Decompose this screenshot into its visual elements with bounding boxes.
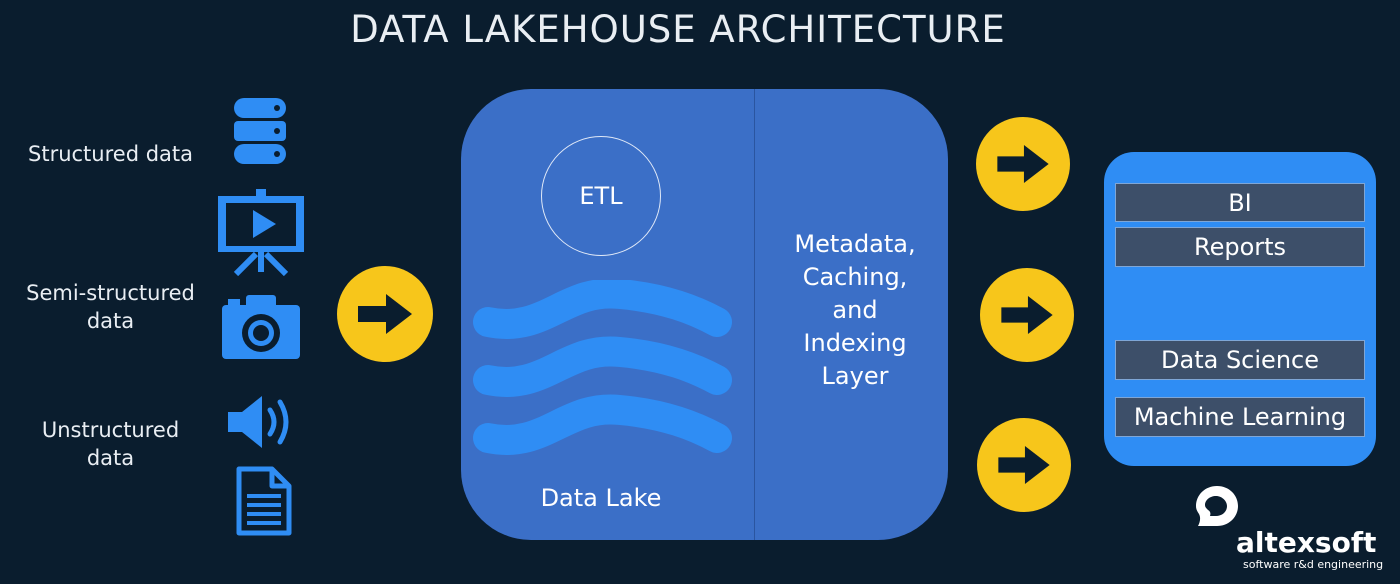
document-icon (236, 466, 292, 536)
output-bi: BI (1115, 183, 1365, 222)
output-data-science: Data Science (1115, 340, 1365, 380)
database-icon (234, 98, 286, 164)
brand-name: altexsoft (1236, 526, 1377, 559)
page-title: DATA LAKEHOUSE ARCHITECTURE (350, 8, 1006, 51)
output-arrow-bottom-icon (977, 418, 1071, 512)
output-arrow-top-icon (976, 117, 1070, 211)
metadata-layer-label: Metadata, Caching, and Indexing Layer (794, 230, 916, 390)
altexsoft-logo-icon (1196, 486, 1238, 526)
semi-structured-data-label: Semi-structured data (26, 281, 195, 333)
etl-circle: ETL (541, 136, 661, 256)
camera-icon (222, 295, 300, 359)
speaker-icon (228, 396, 289, 448)
etl-label: ETL (579, 182, 623, 210)
brand-tagline: software r&d engineering (1243, 558, 1384, 571)
unstructured-data-label: Unstructured data (41, 418, 180, 470)
water-waves-icon (473, 280, 732, 455)
structured-data-label: Structured data (28, 142, 193, 166)
input-arrow-icon (337, 266, 433, 362)
output-reports: Reports (1115, 227, 1365, 267)
lake-divider (754, 89, 755, 540)
data-lake-label: Data Lake (540, 484, 662, 512)
video-presentation-icon (218, 189, 304, 276)
output-arrow-middle-icon (980, 268, 1074, 362)
output-machine-learning: Machine Learning (1115, 397, 1365, 437)
